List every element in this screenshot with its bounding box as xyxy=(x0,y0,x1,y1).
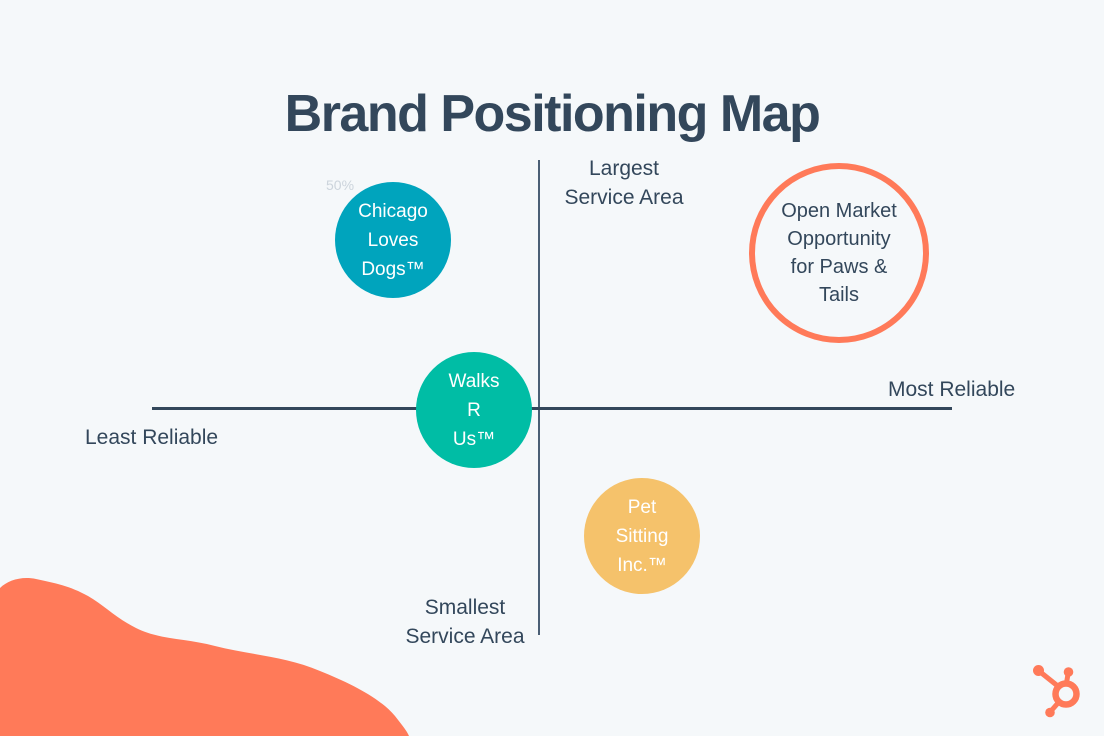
bubble-pet-sitting-inc: Pet Sitting Inc.™ xyxy=(584,478,700,594)
horizontal-axis-line xyxy=(152,407,952,410)
bubble-chicago-loves-dogs: Chicago Loves Dogs™ xyxy=(335,182,451,298)
y-axis-bottom-label-line1: Smallest xyxy=(424,596,506,619)
bubble-label-line: Dogs™ xyxy=(361,258,425,280)
y-axis-bottom-label: Smallest Service Area xyxy=(394,593,536,651)
bubble-walks-r-us: Walks R Us™ xyxy=(416,352,532,468)
bubble-label-line: Inc.™ xyxy=(617,554,667,576)
y-axis-top-label-line2: Service Area xyxy=(564,186,684,209)
y-axis-bottom-label-line2: Service Area xyxy=(405,625,525,648)
watermark-50-percent: 50% xyxy=(326,177,355,193)
page-title: Brand Positioning Map xyxy=(284,85,821,143)
bubble-label-line: Pet xyxy=(627,496,657,518)
bubble-label-line: Sitting xyxy=(615,525,669,547)
coral-blob-decoration xyxy=(0,578,409,736)
bubble-label-line: Walks xyxy=(448,370,500,392)
bubble-label-line: for Paws & xyxy=(790,256,888,278)
y-axis-top-label-line1: Largest xyxy=(588,157,660,180)
bubble-label-line: R xyxy=(467,399,481,421)
bubble-label-line: Tails xyxy=(818,284,859,306)
bubble-label-line: Us™ xyxy=(452,428,496,450)
bubble-label-line: Chicago xyxy=(358,200,428,222)
bubble-label-line: Open Market xyxy=(781,200,897,222)
vertical-axis-line xyxy=(538,160,540,635)
hubspot-sprocket-icon xyxy=(1033,665,1080,718)
x-axis-left-label: Least Reliable xyxy=(85,426,219,449)
bubble-open-market-opportunity: Open Market Opportunity for Paws & Tails xyxy=(749,163,929,343)
bubble-label-line: Loves xyxy=(367,229,419,251)
y-axis-top-label: Largest Service Area xyxy=(553,154,695,212)
bubble-label-line: Opportunity xyxy=(787,228,891,250)
x-axis-right-label: Most Reliable xyxy=(888,378,1016,401)
